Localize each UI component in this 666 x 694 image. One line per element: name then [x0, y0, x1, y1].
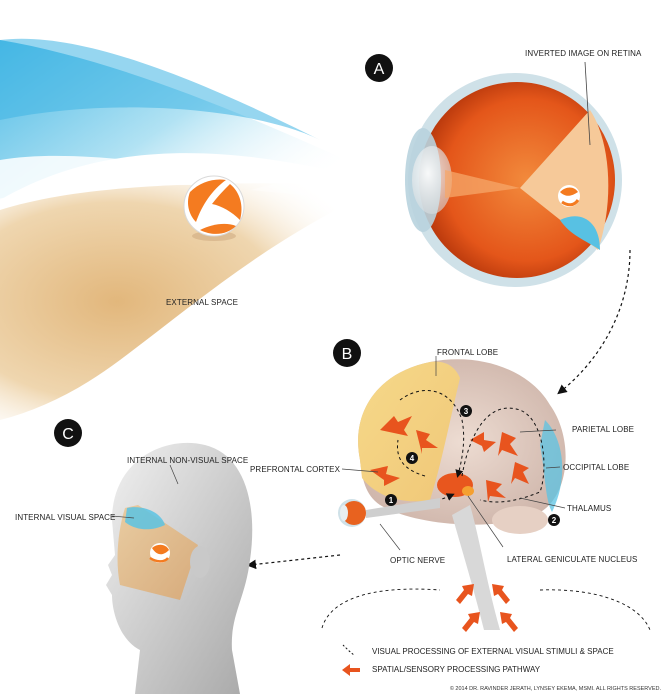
label-optic-nerve: OPTIC NERVE	[390, 556, 445, 565]
label-frontal-lobe: FRONTAL LOBE	[437, 348, 498, 357]
ascending-pathway-arrows	[456, 584, 518, 632]
brainstem-arc-right	[539, 589, 651, 631]
brainstem-arc-left	[321, 588, 441, 629]
legend-dashed-swatch	[342, 644, 355, 656]
brain-to-head-arrow	[246, 554, 341, 570]
brain-leaders	[341, 356, 566, 551]
brain-pathway-arrows	[370, 416, 529, 502]
legend: VISUAL PROCESSING OF EXTERNAL VISUAL STI…	[342, 644, 614, 676]
badge-c-label: C	[62, 426, 74, 443]
badge-a: A	[365, 54, 393, 82]
step-2: 2	[548, 514, 560, 526]
step-2-label: 2	[552, 516, 557, 525]
inverted-image-leader	[584, 61, 591, 146]
vision-cone	[250, 150, 410, 205]
beach-scene	[0, 38, 390, 420]
badge-c: C	[54, 419, 82, 447]
label-parietal-lobe: PARIETAL LOBE	[572, 425, 634, 434]
step-1-label: 1	[389, 496, 394, 505]
brain-dashed-pathways	[359, 389, 545, 516]
label-external-space: EXTERNAL SPACE	[166, 298, 238, 307]
brain-illustration	[358, 359, 566, 630]
label-occipital-lobe: OCCIPITAL LOBE	[563, 463, 629, 472]
label-thalamus: THALAMUS	[567, 504, 611, 513]
eye-to-brain-arrow	[557, 249, 631, 395]
beach-ball-icon	[183, 175, 245, 241]
nonvisual-leader	[169, 464, 179, 485]
badge-b: B	[333, 339, 361, 367]
copyright-notice: © 2014 DR. RAVINDER JERATH, LYNSEY EKEMA…	[450, 685, 662, 692]
small-eye-icon	[338, 498, 440, 527]
badge-a-label: A	[374, 61, 385, 78]
legend-arrow-label: SPATIAL/SENSORY PROCESSING PATHWAY	[372, 665, 541, 674]
step-1: 1	[385, 494, 397, 506]
label-internal-nonvisual: INTERNAL NON-VISUAL SPACE	[127, 456, 248, 465]
step-3: 3	[460, 405, 472, 417]
legend-arrow-swatch	[342, 664, 360, 676]
legend-dashed-label: VISUAL PROCESSING OF EXTERNAL VISUAL STI…	[372, 647, 614, 656]
head-illustration	[106, 442, 253, 694]
label-internal-visual: INTERNAL VISUAL SPACE	[15, 513, 116, 522]
label-prefrontal-cortex: PREFRONTAL CORTEX	[250, 465, 341, 474]
badge-b-label: B	[342, 346, 353, 363]
label-inverted-image: INVERTED IMAGE ON RETINA	[525, 49, 642, 58]
label-lgn: LATERAL GENICULATE NUCLEUS	[507, 555, 637, 564]
step-4: 4	[406, 452, 418, 464]
step-3-label: 3	[464, 407, 469, 416]
eye-illustration	[405, 73, 622, 287]
visual-leader	[111, 515, 135, 519]
step-4-label: 4	[410, 454, 415, 463]
